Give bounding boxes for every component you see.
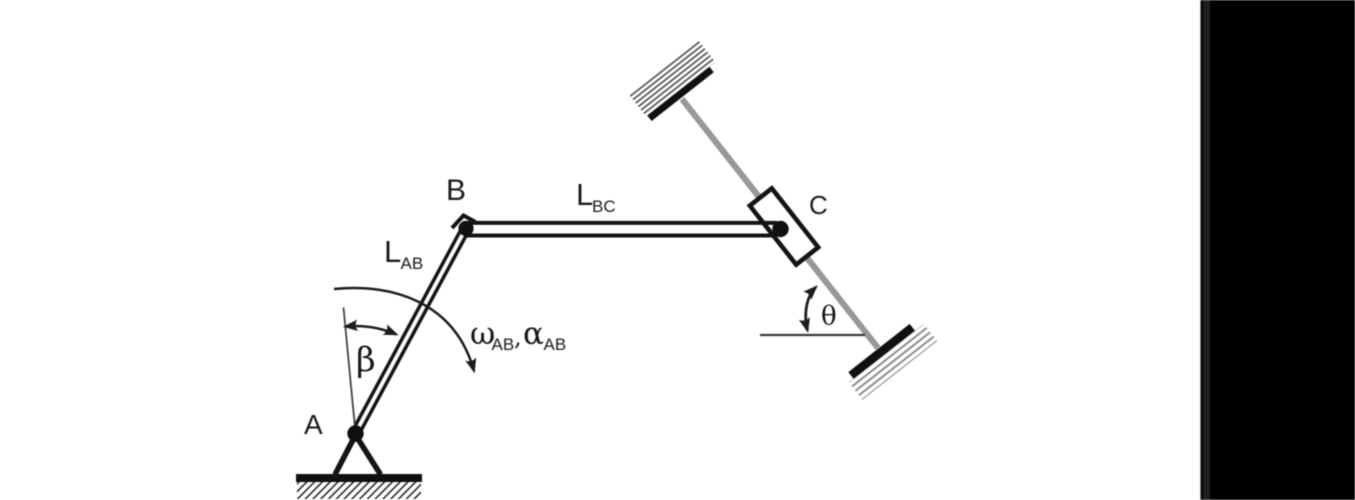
theta-angle-arc bbox=[798, 285, 818, 333]
ground-bar bbox=[296, 474, 422, 482]
rail-support-top bbox=[628, 39, 716, 121]
ground-hatch bbox=[297, 482, 421, 499]
rail-support-bottom-hatch bbox=[848, 323, 938, 400]
side-panel bbox=[1200, 0, 1355, 500]
rail-support-bottom-bar bbox=[848, 323, 915, 379]
link-ab-left-edge bbox=[350, 225, 465, 433]
rail-support-top-hatch bbox=[628, 39, 716, 117]
rail-support-top-bar bbox=[647, 66, 714, 121]
side-panel-strip bbox=[1203, 0, 1210, 500]
label-link-bc-main: L bbox=[576, 177, 593, 212]
label-omega-sub: AB bbox=[492, 335, 515, 354]
label-beta: β bbox=[356, 340, 376, 380]
label-alpha-sub: AB bbox=[544, 335, 567, 354]
link-bc bbox=[463, 220, 777, 238]
joint-b-pin bbox=[458, 220, 474, 237]
label-joint-b: B bbox=[446, 174, 466, 207]
label-alpha: α bbox=[523, 316, 544, 352]
label-omega: ω bbox=[470, 316, 495, 352]
label-link-ab: L AB bbox=[384, 234, 423, 273]
label-link-ab-sub: AB bbox=[401, 254, 424, 273]
link-ab-right-edge bbox=[357, 228, 471, 436]
label-joint-a: A bbox=[304, 409, 323, 440]
beta-angle-arc bbox=[342, 319, 399, 336]
link-ab bbox=[350, 212, 477, 436]
link-ab-end-cap bbox=[450, 212, 477, 230]
rotation-direction-arrow bbox=[333, 286, 477, 374]
joint-a-pin bbox=[347, 425, 364, 442]
side-panel-black bbox=[1200, 0, 1355, 500]
label-link-bc-sub: BC bbox=[592, 197, 616, 216]
label-theta: θ bbox=[821, 302, 837, 332]
annotations bbox=[333, 285, 865, 434]
joint-c-pin bbox=[772, 220, 789, 238]
label-joint-c: C bbox=[809, 190, 828, 220]
label-comma: , bbox=[514, 323, 522, 351]
label-link-ab-main: L bbox=[384, 234, 401, 269]
label-omega-alpha: ω AB , α AB bbox=[470, 316, 566, 354]
labels: A B C L AB L BC β θ ω AB , α bbox=[304, 174, 837, 440]
rail-support-bottom bbox=[848, 323, 938, 400]
label-link-bc: L BC bbox=[576, 177, 616, 216]
